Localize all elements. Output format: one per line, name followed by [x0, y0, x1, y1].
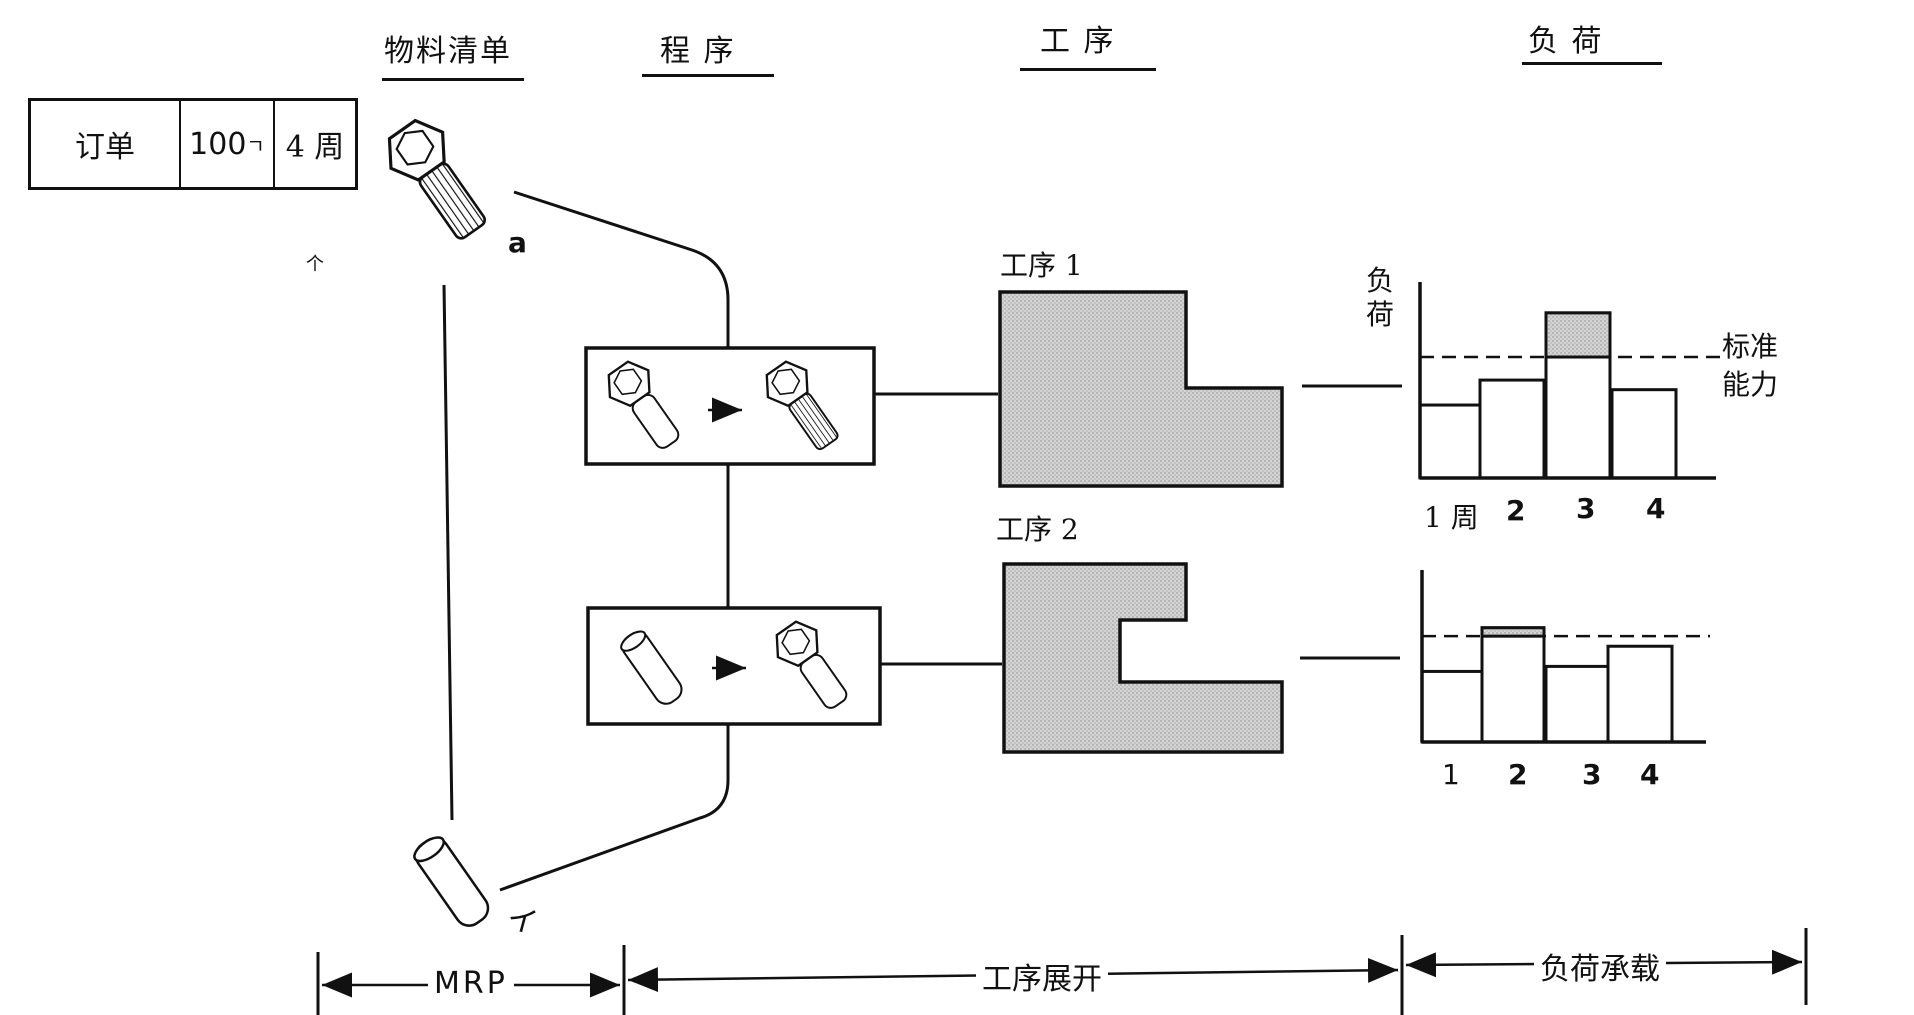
chart2-tick-4: 4	[1640, 758, 1660, 791]
order-quantity-mark: ㄱ	[246, 133, 265, 158]
chart1-excess-3	[1544, 311, 1612, 359]
phase-expansion-label: 工序展开	[976, 954, 1108, 998]
chart1-bar-2	[1478, 378, 1546, 480]
order-lead-time: 4 周	[285, 130, 345, 165]
header-process: 工 序	[1040, 24, 1116, 59]
routing-bracket	[499, 190, 730, 892]
chart1-bar-1	[1418, 403, 1484, 480]
header-process-underline	[1020, 68, 1156, 71]
chart2-bar-1	[1420, 669, 1484, 744]
bom-link-line	[442, 284, 454, 821]
chart1-tick-1: 1 周	[1424, 501, 1479, 534]
header-bom-underline	[382, 78, 524, 81]
phase-mrp-label: MRP	[428, 966, 514, 1001]
bolt-a-icon	[374, 109, 501, 251]
header-load-underline	[1522, 62, 1662, 65]
capacity-label: 标准 能力	[1722, 330, 1779, 401]
load-chart-2	[1420, 570, 1710, 744]
header-bom: 物料清单	[384, 34, 512, 69]
process-2-label: 工序 2	[996, 513, 1079, 546]
load-chart-1	[1418, 282, 1720, 480]
part-a-label: a	[508, 226, 527, 259]
order-label: 订单	[31, 101, 181, 187]
chart1-bar-4	[1610, 388, 1678, 480]
chart1-tick-3: 3	[1576, 492, 1596, 525]
chart2-tick-1: 1	[1442, 758, 1460, 791]
caret-mark: 个	[306, 254, 324, 275]
phase-loading-label: 负荷承载	[1534, 944, 1666, 988]
chart1-tick-2: 2	[1506, 494, 1526, 527]
load-axis-label: 负 荷	[1364, 264, 1396, 332]
header-routing: 程 序	[660, 34, 736, 69]
header-load: 负 荷	[1528, 24, 1604, 59]
process-2-shape	[1002, 562, 1284, 754]
header-routing-underline	[642, 74, 774, 77]
chart2-bar-3	[1544, 664, 1610, 744]
chart2-tick-2: 2	[1508, 758, 1528, 791]
order-quantity-value: 100	[189, 126, 247, 162]
chart2-bar-4	[1606, 644, 1674, 744]
routing-step-1	[584, 346, 876, 466]
chart2-tick-3: 3	[1582, 758, 1602, 791]
routing-step-2	[586, 606, 882, 726]
chart2-excess-2	[1480, 626, 1546, 638]
chart2-bar-2	[1480, 626, 1546, 744]
process-1-label: 工序 1	[1000, 249, 1083, 282]
load-axis-label-text: 负 荷	[1365, 264, 1394, 331]
process-1-shape	[998, 290, 1284, 488]
chart1-tick-4: 4	[1646, 492, 1666, 525]
rod-i-icon	[409, 831, 495, 933]
